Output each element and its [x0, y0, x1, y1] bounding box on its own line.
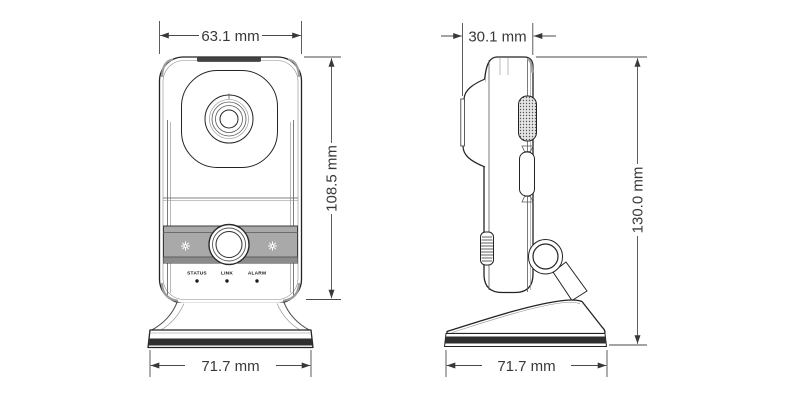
alarm-led-dot — [255, 279, 259, 283]
side-base-dark-band — [445, 336, 607, 344]
pir-sensor-window — [215, 231, 243, 258]
side-lens-face — [460, 98, 465, 147]
link-led-label: LINK — [221, 271, 233, 277]
link-led-dot — [225, 279, 229, 283]
front-sensor-band — [163, 223, 298, 266]
dimension-front-base-width: 71.7 mm — [149, 350, 312, 377]
stand-arm — [552, 261, 588, 301]
dimension-side-depth: 30.1 mm — [441, 23, 556, 96]
ir-led-icon-left — [181, 241, 190, 251]
speaker-grille — [518, 95, 537, 142]
alarm-led-label: ALARM — [248, 271, 266, 277]
side-rim-arc-tr — [526, 57, 534, 74]
status-led-dot — [195, 279, 199, 283]
front-width-label: 63.1 mm — [201, 28, 259, 45]
front-stand-neck — [150, 302, 311, 331]
front-rim-arc-tl — [160, 58, 174, 78]
side-stand-base — [444, 299, 607, 347]
dimension-front-width: 63.1 mm — [159, 21, 302, 54]
front-rim-arc-br — [282, 282, 301, 302]
side-base-width-label: 71.7 mm — [497, 358, 555, 375]
dimension-side-height: 130.0 mm — [536, 56, 647, 346]
ir-led-icon-right — [268, 241, 277, 251]
front-height-label: 108.5 mm — [324, 145, 341, 212]
camera-lens — [204, 93, 254, 144]
side-height-label: 130.0 mm — [630, 167, 647, 234]
front-top-bar — [197, 57, 261, 62]
side-slot — [519, 145, 535, 203]
stand-hinge — [528, 239, 563, 275]
front-base-dark-band — [148, 338, 313, 346]
dimension-side-base-width: 71.7 mm — [445, 350, 608, 377]
front-rim-arc-bl — [160, 282, 179, 302]
side-depth-label: 30.1 mm — [468, 29, 526, 46]
pir-sensor-ring-inner — [212, 227, 246, 262]
side-view: 30.1 mm 130.0 mm 71.7 mm — [441, 23, 647, 377]
front-view: STATUS LINK ALARM 63.1 mm — [147, 21, 341, 377]
front-rim-arc-tr — [287, 58, 301, 78]
focus-knob — [480, 231, 494, 266]
dimension-front-height: 108.5 mm — [304, 56, 341, 300]
status-led-label: STATUS — [187, 271, 207, 277]
front-stand-base — [147, 329, 314, 349]
side-lens-bump — [460, 78, 486, 168]
front-led-labels: STATUS LINK ALARM — [187, 271, 266, 283]
front-base-width-label: 71.7 mm — [201, 358, 259, 375]
